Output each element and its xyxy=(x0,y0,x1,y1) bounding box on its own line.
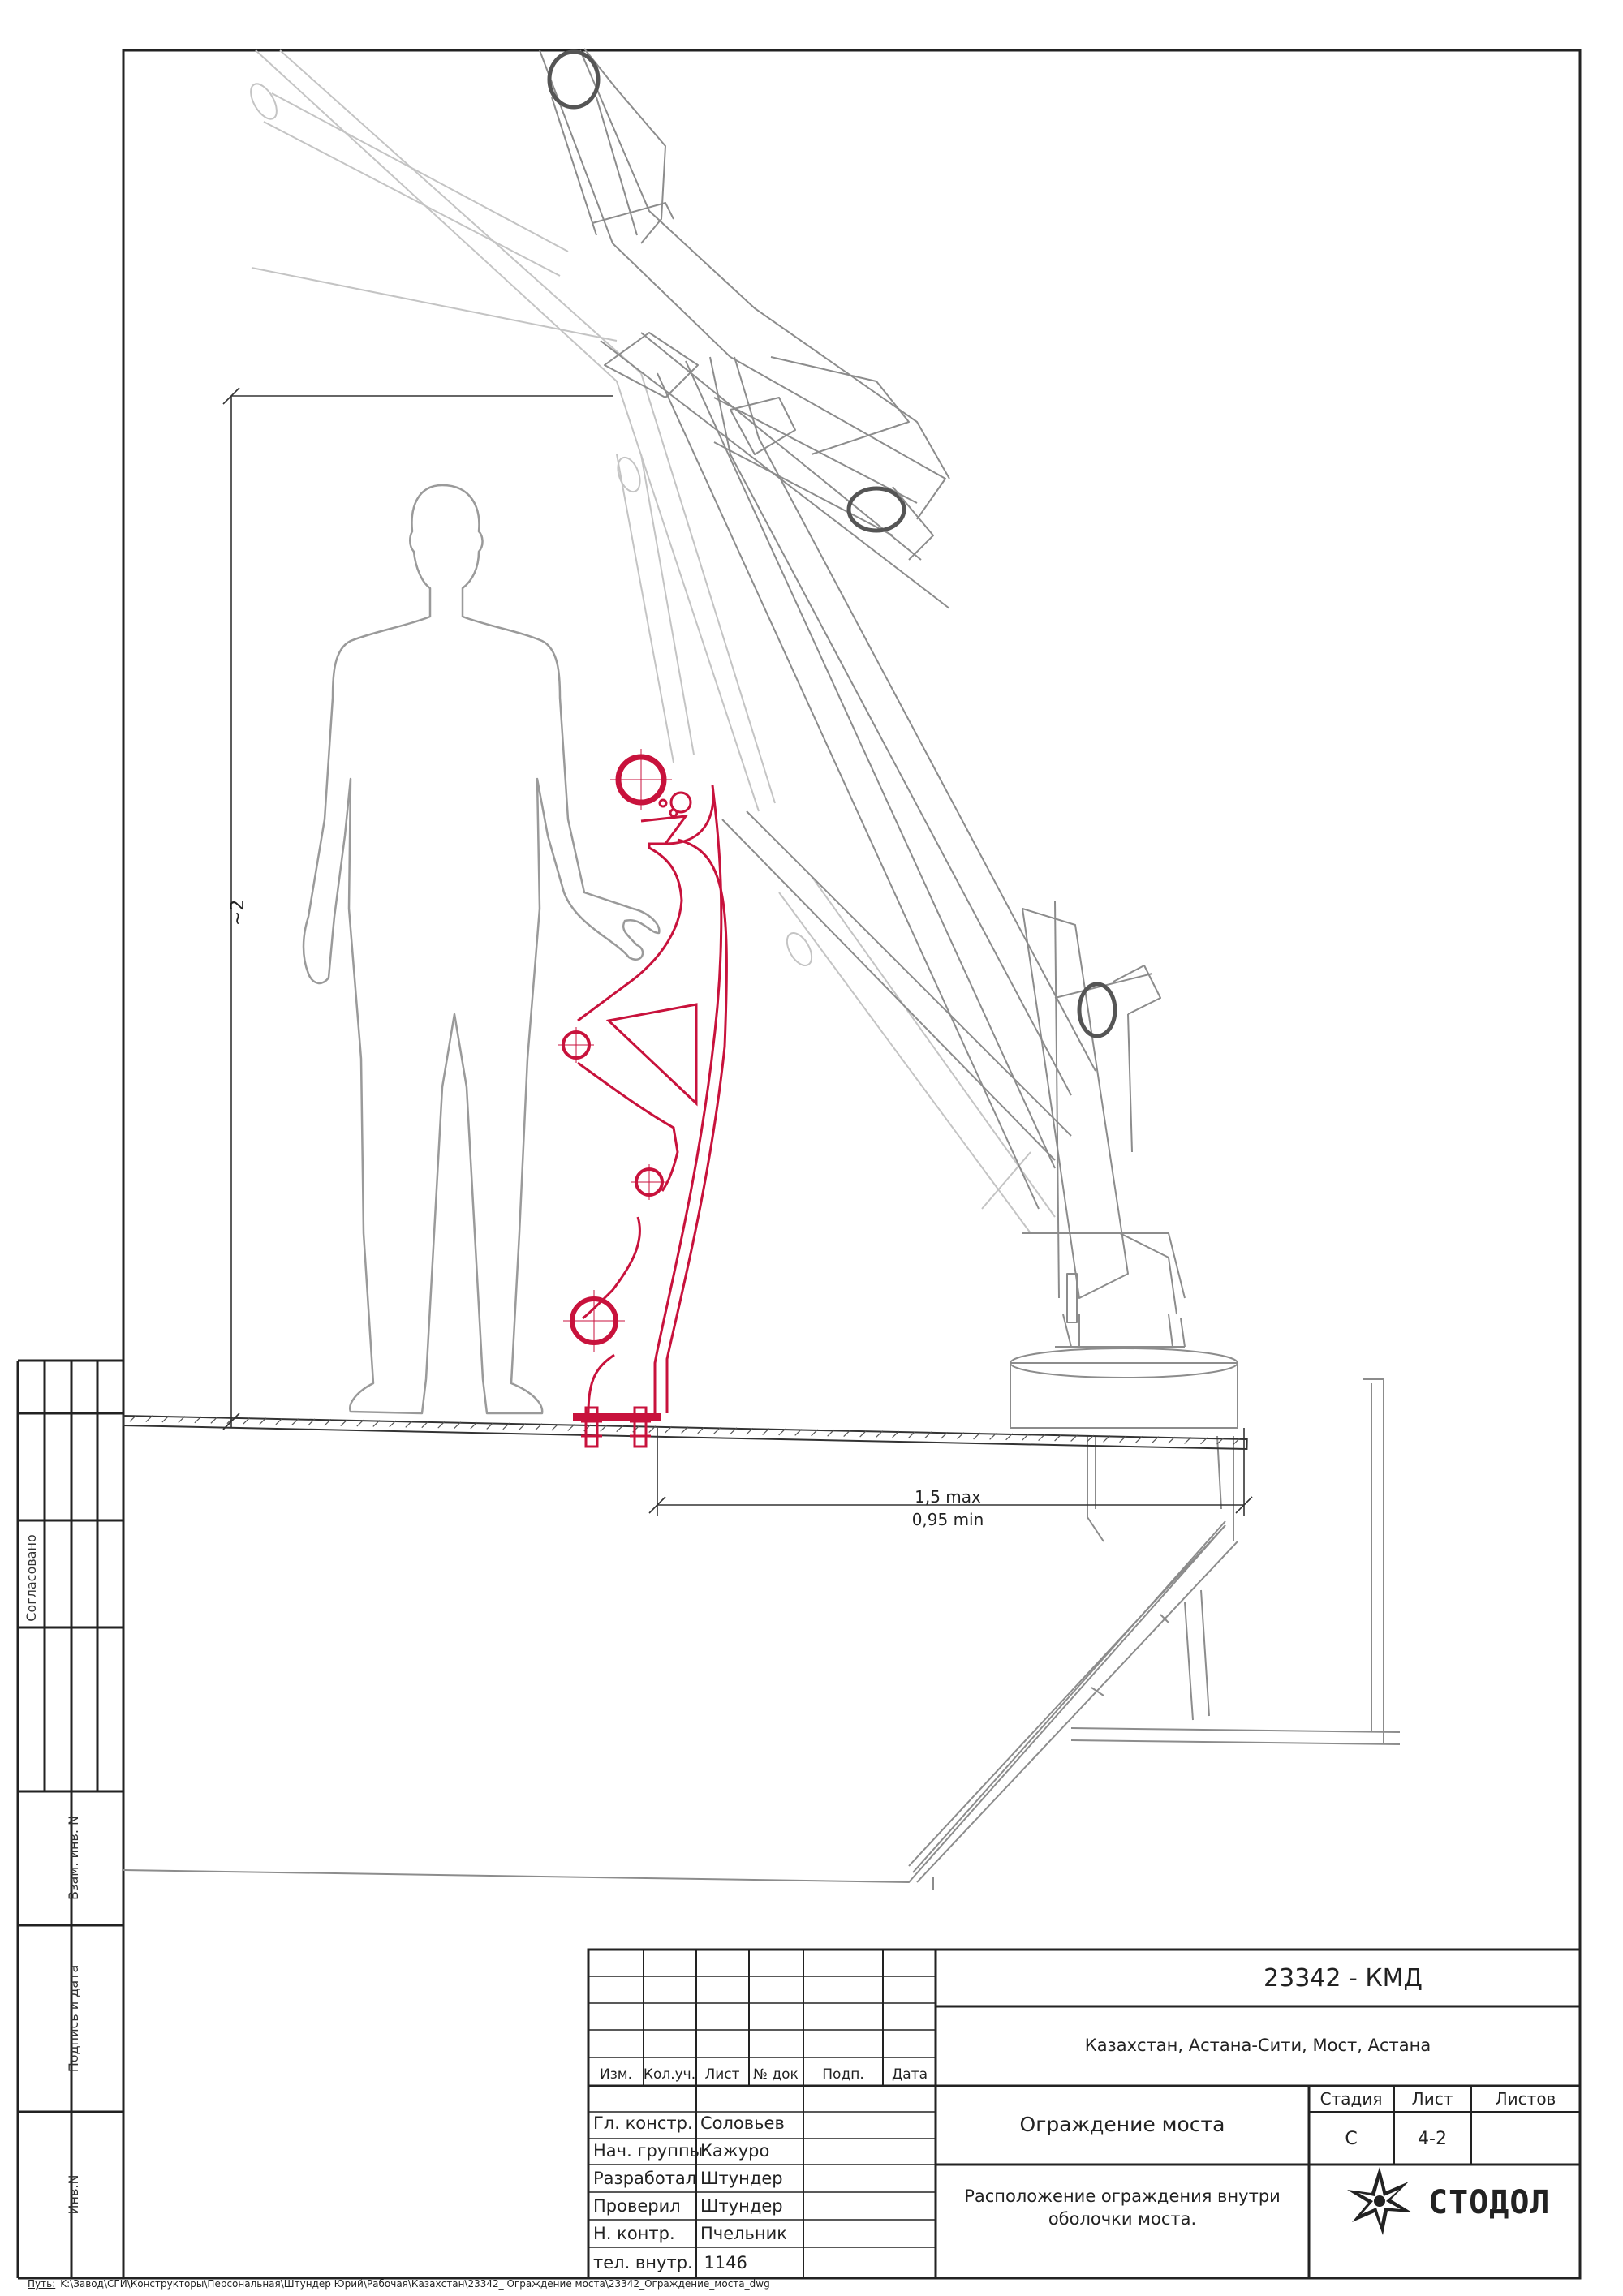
rev-header-izm: Изм. xyxy=(600,2066,632,2083)
dimension-height: ~2 xyxy=(228,900,248,926)
rev-header-doc: № док xyxy=(753,2066,799,2083)
sheets-header: Листов xyxy=(1496,2089,1556,2109)
sign-role-2: Разработал xyxy=(593,2169,696,2188)
human-silhouette xyxy=(302,484,661,1415)
hull-outline xyxy=(123,1520,1226,1884)
rev-header-kol: Кол.уч. xyxy=(644,2066,695,2083)
object-name: Ограждение моста xyxy=(1020,2113,1225,2136)
sheet-header: Лист xyxy=(1412,2089,1453,2109)
side-agreed: Согласовано xyxy=(24,1534,39,1621)
dimension-gap-max: 1,5 max xyxy=(915,1487,981,1507)
sign-name-2: Штундер xyxy=(700,2169,783,2188)
stage-value: С xyxy=(1345,2129,1357,2149)
side-inv-no: Инв.N xyxy=(66,2175,81,2215)
rev-header-sign: Подп. xyxy=(822,2066,863,2083)
dimension-lines xyxy=(222,387,1253,1516)
sign-role-3: Проверил xyxy=(593,2196,681,2216)
file-path-label: Путь: xyxy=(28,2278,56,2290)
title-block-grid xyxy=(587,1948,1582,2280)
drawing-code: 23342 - КМД xyxy=(1264,1964,1423,1993)
rev-header-list: Лист xyxy=(704,2066,739,2083)
stodol-logo: СТОДОЛ xyxy=(1347,2167,1551,2235)
dimension-gap-min: 0,95 min xyxy=(912,1510,984,1529)
sign-role-4: Н. контр. xyxy=(593,2224,675,2243)
side-stamp xyxy=(16,1359,123,2280)
sheet-title-line2: оболочки моста. xyxy=(1048,2209,1196,2229)
sign-name-3: Штундер xyxy=(700,2196,783,2216)
sign-role-0: Гл. констр. xyxy=(593,2113,693,2133)
file-path: Путь: K:\Завод\СГИ\Конструкторы\Персональ… xyxy=(28,2278,770,2290)
sheet-title-line1: Расположение ограждения внутри xyxy=(964,2186,1281,2206)
sign-name-0: Соловьев xyxy=(700,2113,785,2133)
project-location: Казахстан, Астана-Сити, Мост, Астана xyxy=(1085,2036,1431,2055)
sign-role-1: Нач. группы xyxy=(593,2141,703,2161)
phone-number: тел. внутр.: 1146 xyxy=(593,2253,747,2272)
file-path-value: K:\Завод\СГИ\Конструкторы\Персональная\Ш… xyxy=(60,2278,770,2290)
side-sign-date: Подпись и дата xyxy=(66,1965,81,2073)
sheet-value: 4-2 xyxy=(1418,2129,1447,2149)
railing-frame xyxy=(558,749,728,1448)
sign-name-4: Пчельник xyxy=(700,2224,787,2243)
bridge-structure xyxy=(250,48,1401,1890)
side-inv-replace: Взам. инв. N xyxy=(66,1816,81,1900)
rev-header-date: Дата xyxy=(892,2066,928,2083)
sign-name-1: Кажуро xyxy=(700,2141,769,2161)
sheet-frame xyxy=(122,49,1582,2280)
star-icon xyxy=(1347,2167,1412,2235)
stage-header: Стадия xyxy=(1320,2089,1383,2109)
deck-plate xyxy=(122,1414,1248,1451)
logo-text: СТОДОЛ xyxy=(1428,2184,1551,2221)
